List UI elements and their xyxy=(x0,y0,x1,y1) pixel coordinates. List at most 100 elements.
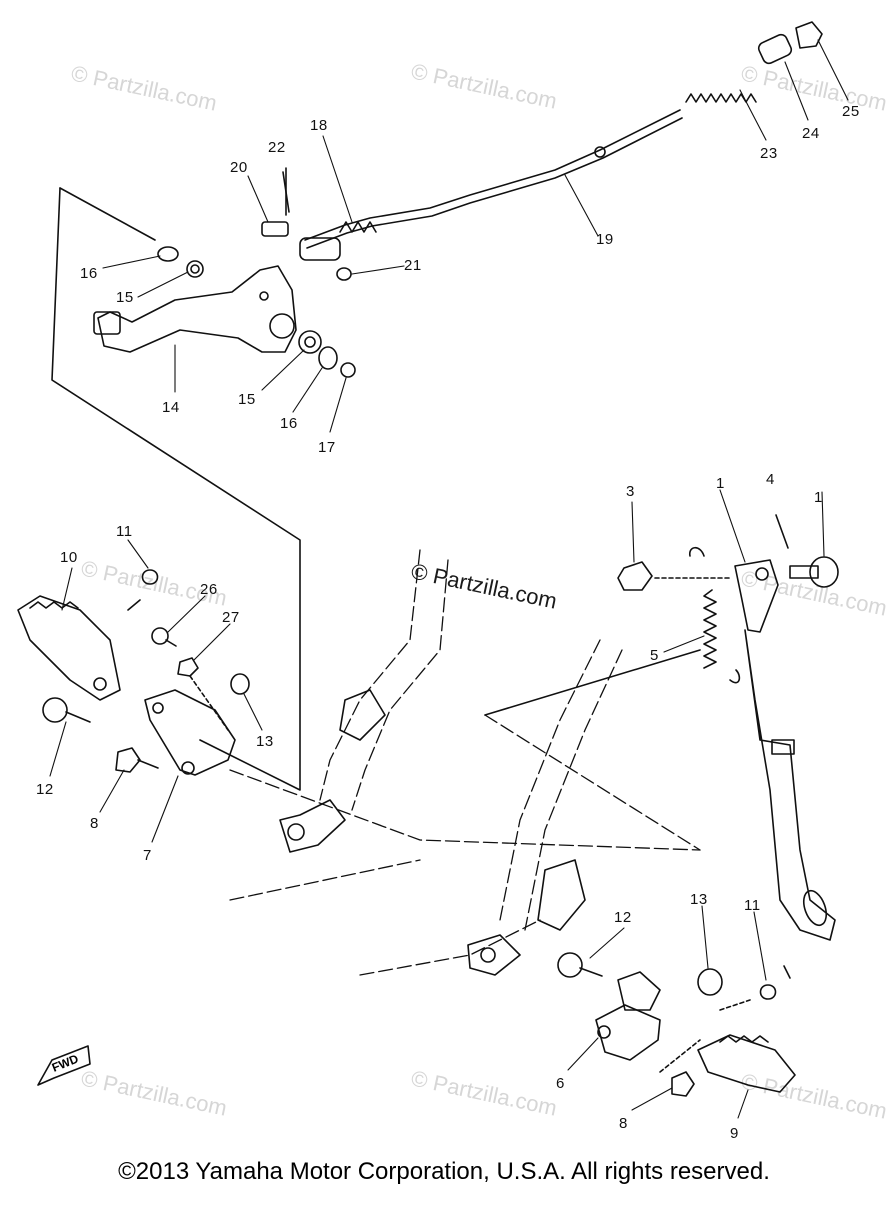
callout-1: 1 xyxy=(814,489,823,506)
watermark-7: © Partzilla.com xyxy=(409,1065,559,1120)
oil-seal-15-bottom xyxy=(298,330,322,354)
frame-line-4 xyxy=(524,649,623,931)
frame-bracket-upper-hole xyxy=(287,823,305,841)
callout-8b: 8 xyxy=(619,1115,628,1132)
frame-line-6 xyxy=(229,859,421,901)
leader-16b xyxy=(292,367,323,413)
footrest-right-assembly xyxy=(557,952,796,1097)
leader-6 xyxy=(567,1037,599,1071)
leader-21 xyxy=(351,265,405,275)
washer-13-left xyxy=(230,673,250,695)
leader-24 xyxy=(784,61,809,121)
callout-1b: 1 xyxy=(716,475,725,492)
washer-13-right xyxy=(697,968,723,996)
callout-20: 20 xyxy=(230,159,248,176)
nut-21 xyxy=(336,267,352,281)
bracket-6 xyxy=(595,1004,661,1061)
spring-11-right-leg xyxy=(783,965,791,979)
stand-pivot xyxy=(755,567,769,581)
callout-8a: 8 xyxy=(90,815,99,832)
callout-12a: 12 xyxy=(36,781,54,798)
leader-11b xyxy=(753,911,767,981)
frame-plate xyxy=(339,689,386,741)
pin-12-left-shank xyxy=(65,711,91,723)
callout-17: 17 xyxy=(318,439,336,456)
frame-line-1 xyxy=(319,549,421,801)
leader-15b xyxy=(261,349,305,391)
footrest-10-hole xyxy=(93,677,107,691)
oil-seal-15-top xyxy=(186,260,204,278)
rod-clevis xyxy=(299,237,341,261)
leader-9 xyxy=(737,1089,749,1119)
footrest-10 xyxy=(17,595,121,701)
bolt-26-head xyxy=(151,627,169,645)
group-outline-brake xyxy=(51,187,301,791)
stand-stop xyxy=(771,739,795,755)
guide-right-2 xyxy=(719,999,751,1011)
pin-12-right-shank xyxy=(579,967,603,977)
leader-11a xyxy=(127,539,149,569)
spring-11-right xyxy=(759,984,777,1000)
callout-23: 23 xyxy=(760,145,778,162)
fwd-label: FWD xyxy=(50,1051,81,1074)
leader-1 xyxy=(719,489,746,563)
stand-spring-5 xyxy=(703,589,717,669)
bolt-8-right-head xyxy=(671,1071,695,1097)
callout-16b: 16 xyxy=(280,415,298,432)
frame xyxy=(229,549,701,976)
fwd-arrow-shape xyxy=(37,1045,91,1086)
frame-line-5 xyxy=(229,769,701,851)
nut-3 xyxy=(617,561,653,591)
pedal-pivot xyxy=(269,313,295,339)
copyright-notice: ©2013 Yamaha Motor Corporation, U.S.A. A… xyxy=(118,1158,770,1185)
cotter-pin-22-b xyxy=(282,171,290,213)
frame-line-8 xyxy=(484,714,701,851)
frame-line-2 xyxy=(351,559,449,811)
bolt-2-shank xyxy=(789,565,819,579)
circlip-17 xyxy=(340,362,356,378)
callout-7: 7 xyxy=(143,847,152,864)
rod-collar xyxy=(594,146,606,158)
frame-brackets xyxy=(279,689,586,976)
side-stand-assembly xyxy=(484,514,839,941)
leader-15a xyxy=(137,271,189,298)
leader-20 xyxy=(247,175,269,223)
fwd-arrow xyxy=(37,1045,91,1086)
spring-11-left xyxy=(141,569,159,585)
bracket-7-hole-b xyxy=(181,761,195,775)
callout-14: 14 xyxy=(162,399,180,416)
stand-foot xyxy=(802,889,828,927)
watermark-1: © Partzilla.com xyxy=(69,60,219,115)
pin-12-left-head xyxy=(42,697,68,723)
stand-guide-line xyxy=(484,649,701,716)
bracket-7-hole xyxy=(152,702,164,714)
watermark-5: © Partzilla.com xyxy=(739,565,888,620)
callout-24: 24 xyxy=(802,125,820,142)
callout-11a: 11 xyxy=(116,523,133,540)
leader-25 xyxy=(817,39,849,101)
leader-10 xyxy=(61,567,73,611)
frame-line-7 xyxy=(359,919,541,976)
bolt-26-shank xyxy=(165,639,177,647)
pedal-tip xyxy=(93,311,121,335)
leader-18 xyxy=(322,135,353,223)
leader-8a xyxy=(99,769,125,813)
sleeve-24 xyxy=(757,33,793,65)
washer-16-bottom xyxy=(318,346,338,370)
bolt-8-left-head xyxy=(115,747,141,773)
brake-pedal xyxy=(97,265,297,353)
leader-5 xyxy=(663,635,705,653)
cotter-pin-4 xyxy=(775,514,789,549)
stand-bracket xyxy=(537,859,586,931)
footrest-left-assembly xyxy=(17,569,250,776)
leader-12b xyxy=(589,927,625,959)
callout-13b: 13 xyxy=(690,891,708,908)
callout-11b: 11 xyxy=(744,897,761,914)
brake-rod xyxy=(304,109,681,241)
rod-spring-18 xyxy=(339,221,377,233)
pedal-hole xyxy=(259,291,269,301)
leader-2 xyxy=(821,491,825,557)
frame-line-3 xyxy=(499,639,601,921)
